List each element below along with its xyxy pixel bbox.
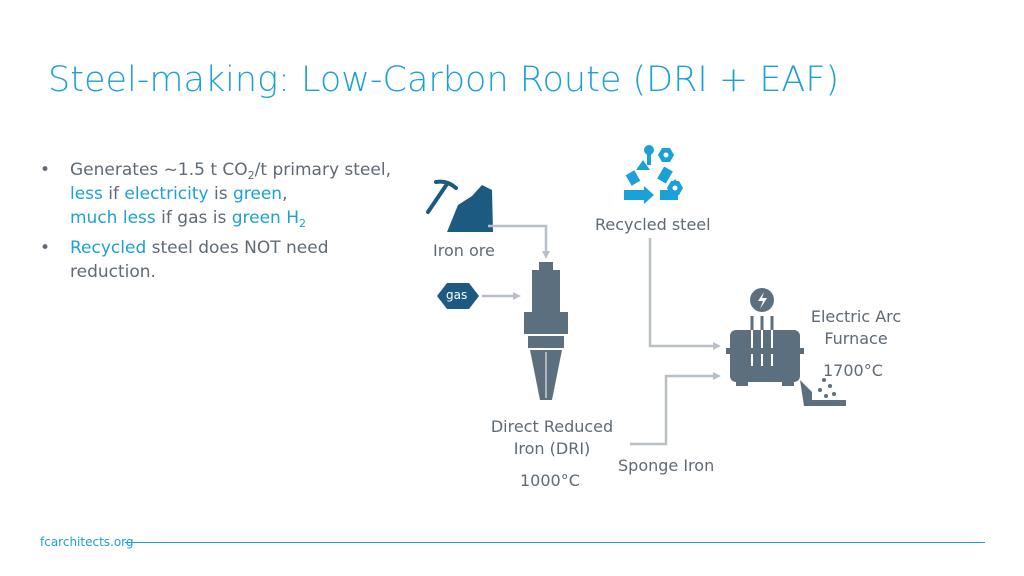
sponge-iron-label: Sponge Iron	[618, 456, 715, 475]
bullet-list: • Generates ~1.5 t CO2/t primary steel,l…	[40, 158, 410, 290]
bullet-dot: •	[40, 238, 51, 258]
arrow-sponge-to-eaf	[630, 372, 721, 446]
bullet-text: Recycled steel does NOT need reduction.	[70, 238, 329, 282]
highlight-less: less	[70, 184, 103, 204]
dri-temperature: 1000°C	[520, 471, 580, 490]
iron-ore-icon	[426, 179, 493, 232]
recycle-icon	[624, 145, 683, 204]
gas-hexagon-icon	[437, 283, 479, 309]
bullet-text: Generates ~1.5 t CO2/t primary steel,les…	[70, 160, 391, 230]
highlight-recycled: Recycled	[70, 238, 147, 258]
bullet-item-recycled: • Recycled steel does NOT need reduction…	[40, 236, 410, 284]
bullet-item-emissions: • Generates ~1.5 t CO2/t primary steel,l…	[40, 158, 410, 230]
footer-divider	[125, 542, 985, 543]
highlight-green-h2: green H2	[231, 208, 307, 230]
arrow-ore-to-dri	[488, 224, 550, 259]
dri-furnace-icon	[524, 262, 568, 400]
arrow-recycled-to-eaf	[648, 238, 721, 350]
page-title: Steel-making: Low-Carbon Route (DRI + EA…	[48, 60, 840, 100]
footer-website-link[interactable]: fcarchitects.org	[40, 535, 134, 549]
highlight-electricity: electricity	[124, 184, 209, 204]
highlight-green: green	[232, 184, 283, 204]
dri-label: Direct Reduced Iron (DRI)	[490, 417, 614, 458]
flow-arrows	[482, 224, 721, 446]
bullet-dot: •	[40, 160, 51, 180]
highlight-much-less: much less	[70, 208, 156, 228]
recycled-steel-label: Recycled steel	[595, 215, 711, 234]
eaf-furnace-icon	[726, 288, 846, 406]
iron-ore-label: Iron ore	[433, 241, 495, 260]
eaf-temperature: 1700°C	[823, 361, 883, 380]
eaf-label: Electric Arc Furnace	[810, 307, 902, 348]
gas-label: gas	[446, 288, 468, 302]
